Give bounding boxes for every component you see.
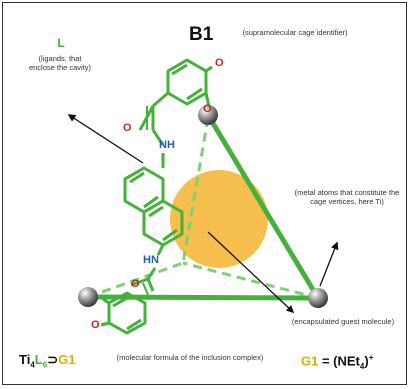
guest-definition-eq: = bbox=[318, 353, 334, 369]
guest-definition-charge: + bbox=[368, 353, 374, 362]
guest-definition-value: (NEt bbox=[333, 353, 360, 369]
ligand-structure bbox=[100, 58, 213, 335]
atom-oxygen-top: O bbox=[215, 57, 224, 69]
cage-back-edges bbox=[87, 117, 319, 300]
atom-oxygen-bottom: O bbox=[91, 319, 100, 331]
guest-note: (encapsulated guest molecule) bbox=[291, 317, 395, 326]
inclusion-formula: Ti4L6⊃G1 bbox=[19, 352, 76, 370]
cage-identifier: B1 bbox=[189, 24, 214, 45]
atom-amine-bottom: HN bbox=[143, 254, 159, 266]
atom-oxygen-lower: O bbox=[131, 278, 140, 290]
ligand-note: (ligands, that enclose the cavity) bbox=[28, 54, 92, 72]
annotation-arrows bbox=[67, 114, 339, 314]
metal-vertex-top bbox=[198, 105, 218, 125]
formula-ligand-count: 6 bbox=[42, 360, 48, 370]
arrow-guest bbox=[207, 231, 295, 314]
cage-diagram bbox=[67, 58, 339, 335]
atom-oxygen-phenol: O bbox=[203, 103, 212, 115]
diagram-frame: B1 (supramolecular cage identifier) L (l… bbox=[2, 2, 407, 385]
guest-definition: G1 = (NEt4)+ bbox=[301, 353, 373, 371]
metal-note: (metal atoms that constitute the cage ve… bbox=[294, 188, 400, 206]
cage-identifier-note: (supramolecular cage identifier) bbox=[242, 28, 348, 37]
atom-amine-top: NH bbox=[159, 139, 175, 151]
guest-definition-close: ) bbox=[364, 353, 369, 369]
formula-contains: ⊃ bbox=[47, 352, 59, 367]
formula-guest: G1 bbox=[58, 352, 76, 367]
guest-definition-count: 4 bbox=[359, 361, 365, 371]
ligand-symbol: L bbox=[57, 36, 65, 50]
metal-vertex-right bbox=[308, 288, 328, 308]
formula-metal: Ti bbox=[19, 352, 31, 367]
arrow-ligand bbox=[67, 114, 144, 164]
atom-oxygen-carbonyl: O bbox=[123, 122, 132, 134]
arrow-metal bbox=[319, 241, 339, 287]
metal-vertex-left bbox=[78, 287, 98, 307]
guest-definition-name: G1 bbox=[301, 353, 319, 369]
formula-metal-count: 4 bbox=[30, 360, 35, 370]
formula-note: (molecular formula of the inclusion comp… bbox=[116, 353, 264, 362]
formula-ligand: L bbox=[34, 352, 43, 367]
